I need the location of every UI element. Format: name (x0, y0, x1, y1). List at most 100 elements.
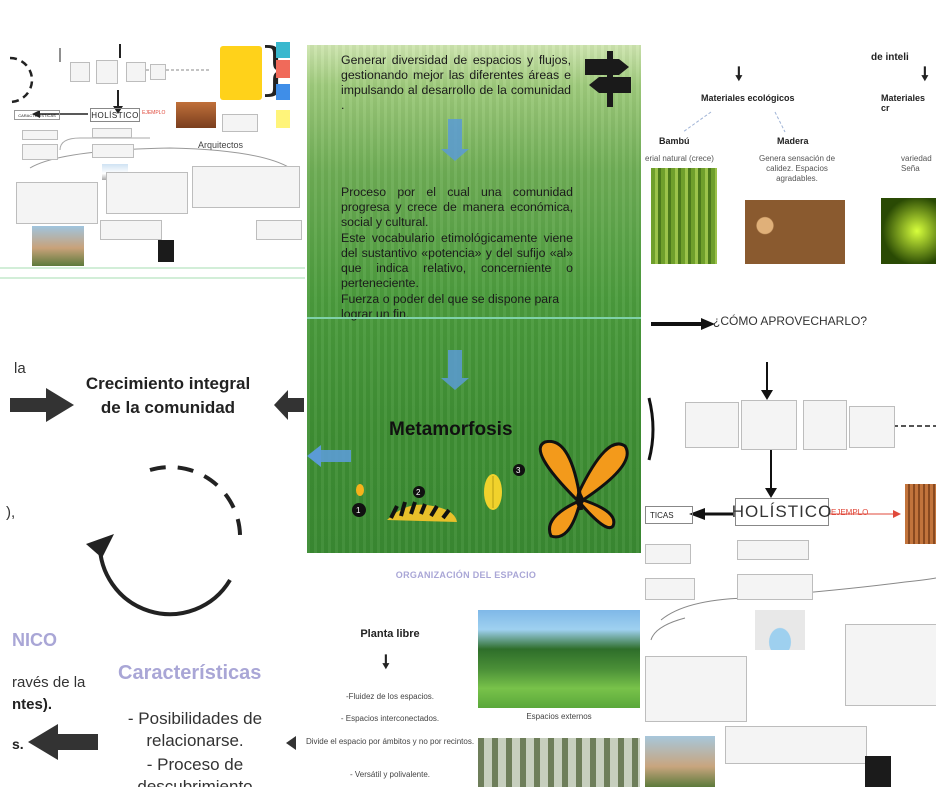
example-photo (905, 484, 936, 544)
left-arrow-icon (307, 445, 351, 467)
right-diagram: ¿CÓMO APROVECHARLO? TICAS HOLÍSTICO EJEM… (645, 300, 936, 787)
color-card-cyan (276, 42, 290, 58)
bottom-left-panel: la Crecimiento integral de la comunidad … (0, 340, 305, 787)
diagram-box (222, 114, 258, 132)
bambu-title: Bambú (659, 136, 690, 146)
color-card-blue (276, 84, 290, 100)
stage-number: 1 (356, 506, 361, 515)
question-title: ¿CÓMO APROVECHARLO? (713, 314, 868, 328)
crecimiento-line2: de la comunidad (100, 398, 236, 417)
diagram-box (645, 578, 695, 600)
partial-text: s. (12, 736, 24, 752)
book-cover (158, 240, 174, 262)
right-arrow-icon (10, 388, 74, 422)
nico-heading: NICO (12, 630, 57, 650)
divider-line (307, 317, 641, 319)
down-arrow-icon: 🠗 (735, 64, 743, 84)
bambu-desc: erial natural (crece) (645, 154, 714, 163)
down-arrow-icon: 🠗 (921, 64, 929, 84)
slide-paragraph-1: Generar diversidad de espacios y flujos,… (341, 53, 571, 112)
partial-text: ), (6, 504, 16, 521)
diagram-box (22, 130, 58, 140)
espacios-externos-caption: Espacios externos (526, 712, 592, 721)
planta-item: - Versátil y polivalente. (349, 770, 431, 779)
diagram-box (685, 402, 739, 448)
madera-desc: Genera sensación de calidez. Espacios ag… (758, 154, 836, 183)
materials-title-2: Materiales cr (881, 93, 926, 113)
left-arrow-icon (274, 390, 304, 420)
diagram-box (70, 62, 90, 82)
left-arrow-icon (28, 724, 98, 760)
materials-panel: de inteli 🠗 🠗 Materiales ecológicos Mate… (645, 30, 936, 280)
diagram-box (645, 656, 747, 722)
arch-photo (755, 610, 805, 650)
madera-title: Madera (777, 136, 809, 146)
bottom-middle-panel: ORGANIZACIÓN DEL ESPACIO Planta libre 🠗 … (286, 560, 644, 787)
diagram-box (256, 220, 302, 240)
diagram-lines (647, 318, 936, 641)
planta-item: -Fluidez de los espacios. (345, 692, 435, 701)
ejemplo-label: EJEMPLO (831, 508, 869, 517)
dashed-cycle-icon (0, 44, 305, 279)
bamboo-photo (651, 168, 717, 264)
planta-libre-title: Planta libre (360, 628, 420, 640)
interior-photo (478, 738, 640, 787)
yellow-card (220, 46, 262, 100)
diagram-box (737, 540, 809, 560)
caracteristicas-box: CARACTERÍSTICAS (14, 110, 60, 120)
diagram-box (645, 544, 691, 564)
diagram-box (100, 220, 162, 240)
landscape-photo (32, 226, 84, 266)
top-left-diagram: } HOLÍSTICO EJEMPLO CARACTERÍSTICAS Arqu… (0, 30, 305, 280)
diagram-box (192, 166, 300, 208)
posibilidades-item: - Posibilidades de relacionarse. (127, 709, 263, 750)
diagram-box (16, 182, 98, 224)
down-arrow-icon (441, 119, 469, 161)
signpost-icon (585, 51, 631, 107)
partial-text: la (14, 360, 26, 377)
left-arrow-icon (286, 736, 296, 750)
book-cover (865, 756, 891, 787)
color-card-yellow (276, 110, 290, 128)
diagram-box (96, 60, 118, 84)
proceso-item: - Proceso de descubrimiento (137, 755, 253, 787)
diagram-box (106, 172, 188, 214)
wood-photo (745, 200, 845, 264)
green-slide: Generar diversidad de espacios y flujos,… (307, 45, 641, 553)
holistico-box: HOLÍSTICO (732, 498, 831, 526)
diagram-text-box (741, 336, 881, 354)
diagram-box (150, 64, 166, 80)
cycle-arrow-icon (86, 465, 243, 617)
holistico-box: HOLÍSTICO (90, 108, 140, 122)
diagram-box (845, 624, 936, 706)
caracteristicas-heading: Características (118, 662, 262, 684)
slide-paragraph-3: Este vocabulario etimológicamente viene … (341, 231, 573, 290)
materials-title: Materiales ecológicos (701, 93, 795, 103)
diagram-box (741, 400, 797, 450)
diagram-box (22, 144, 58, 160)
partial-text: ravés de la (12, 674, 86, 691)
header-partial: de inteli (871, 52, 909, 63)
planta-item: Divide el espacio por ámbitos y no por r… (305, 737, 475, 746)
partial-text: ntes). (12, 696, 53, 713)
playground-photo (478, 610, 640, 708)
crecimiento-line1: Crecimiento integral (85, 374, 251, 393)
down-arrow-icon: 🠗 (382, 652, 390, 672)
ticas-box: TICAS (645, 506, 693, 524)
diagram-box (92, 144, 134, 158)
tech-photo (881, 198, 936, 264)
branch-lines (682, 111, 786, 133)
diagram-box (737, 574, 813, 600)
arquitectos-label: Arquitectos (198, 140, 244, 150)
metamorfosis-title: Metamorfosis (389, 419, 513, 440)
stage-number: 2 (416, 488, 421, 497)
organizacion-heading: ORGANIZACIÓN DEL ESPACIO (395, 570, 537, 580)
butterfly-icon (538, 440, 629, 539)
third-desc: variedad Seña (901, 154, 932, 173)
color-card-red (276, 60, 290, 78)
ejemplo-label: EJEMPLO (142, 110, 166, 116)
diagram-box (725, 726, 867, 764)
diagram-box (126, 62, 146, 82)
diagram-box (849, 406, 895, 448)
diagram-box (803, 400, 847, 450)
